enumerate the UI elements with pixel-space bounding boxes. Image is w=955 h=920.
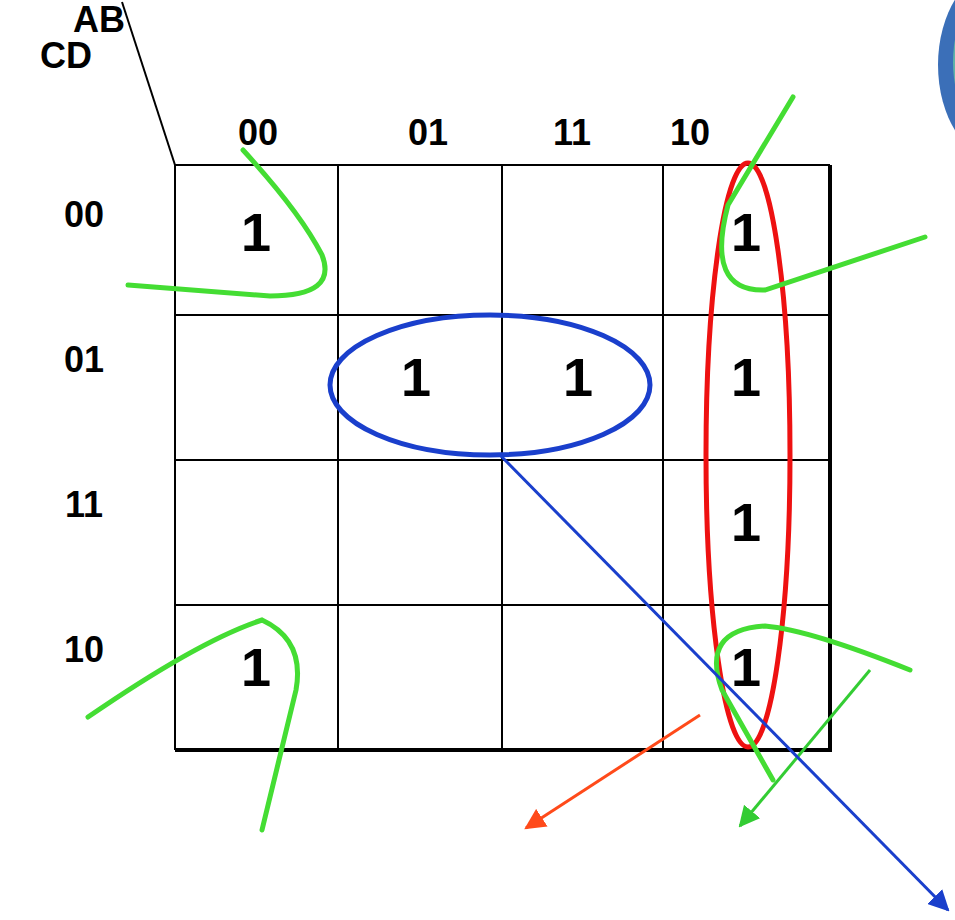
logo-fragment <box>938 0 955 160</box>
blue-group-loop <box>330 315 650 455</box>
red-leader-arrow <box>526 715 700 828</box>
cell-value: 1 <box>731 205 761 259</box>
column-header: 01 <box>408 115 448 151</box>
column-header: 10 <box>670 115 710 151</box>
variable-label: CD <box>40 38 92 74</box>
cell-value: 1 <box>563 350 593 404</box>
cell-value: 1 <box>731 350 761 404</box>
corner-diagonal <box>122 2 175 165</box>
blue-leader-arrow <box>500 455 948 910</box>
cell-value: 1 <box>241 205 271 259</box>
row-header: 00 <box>64 197 104 233</box>
cell-value: 1 <box>241 640 271 694</box>
column-header: 11 <box>553 115 591 151</box>
row-header: 01 <box>64 342 104 378</box>
cell-value: 1 <box>731 495 761 549</box>
cell-value: 1 <box>731 640 761 694</box>
column-header: 00 <box>238 115 278 151</box>
cell-value: 1 <box>401 350 431 404</box>
variable-label: AB <box>73 2 125 38</box>
row-header: 11 <box>65 487 103 523</box>
row-header: 10 <box>64 632 104 668</box>
